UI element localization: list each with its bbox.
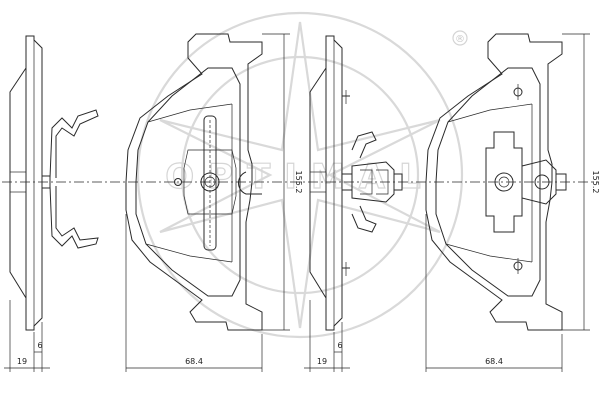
left-spring-clip-lower xyxy=(49,185,99,249)
left-backing-plate-outline xyxy=(125,33,263,331)
right-hub-pin-inner xyxy=(498,176,510,188)
right-backing-plate-outline xyxy=(425,33,563,331)
right-chamfer-top xyxy=(447,103,533,123)
right-sensor-details xyxy=(360,169,389,195)
right-spring-clip-lower xyxy=(351,205,377,233)
watermark-star-icon xyxy=(159,21,441,329)
right-chamfer-bottom xyxy=(445,243,533,263)
left-thickness-label: 19 xyxy=(17,357,27,366)
left-backing-plate xyxy=(25,35,43,331)
right-spring-clip-upper xyxy=(351,131,377,159)
right-front-view: 155.2 68.4 xyxy=(425,33,600,372)
watermark-outer-ring xyxy=(136,11,464,339)
right-friction-pad-outline xyxy=(435,67,541,297)
left-side-view: 19 6 xyxy=(4,35,99,372)
right-thickness-label: 19 xyxy=(317,357,327,366)
left-spring-clip-upper xyxy=(49,109,99,179)
right-hub-pin xyxy=(494,172,514,192)
watermark-inner-ring xyxy=(180,55,420,295)
right-backplate-label: 6 xyxy=(337,341,342,350)
right-front-sensor xyxy=(521,159,557,205)
left-chamfer-bottom xyxy=(145,243,233,263)
right-width-label: 68.4 xyxy=(485,357,503,366)
left-backplate-label: 6 xyxy=(37,341,42,350)
right-front-sensor-ring xyxy=(534,174,550,190)
right-clip-hub xyxy=(485,131,523,233)
left-width-label: 68.4 xyxy=(185,357,203,366)
left-hub-hole xyxy=(174,178,182,186)
left-front-view: 155.2 68.4 xyxy=(125,33,303,372)
watermark-registered-mark: ® xyxy=(455,34,465,45)
right-sensor-plug xyxy=(393,173,403,191)
right-side-view: 19 6 xyxy=(304,35,403,372)
right-sensor-body xyxy=(351,161,395,203)
left-clip-anchor xyxy=(41,175,51,189)
registered-mark-icon xyxy=(452,30,468,46)
right-height-label: 155.2 xyxy=(591,171,600,194)
left-hub-plate xyxy=(183,149,237,215)
left-center-slot xyxy=(203,115,217,251)
left-wear-indicator xyxy=(238,171,262,195)
left-chamfer-top xyxy=(147,103,233,123)
right-backing-plate xyxy=(325,35,343,331)
left-friction-pad-outline xyxy=(135,67,241,297)
left-friction-block xyxy=(9,66,27,300)
right-front-sensor-plug xyxy=(555,173,567,191)
left-height-label: 155.2 xyxy=(294,171,303,194)
